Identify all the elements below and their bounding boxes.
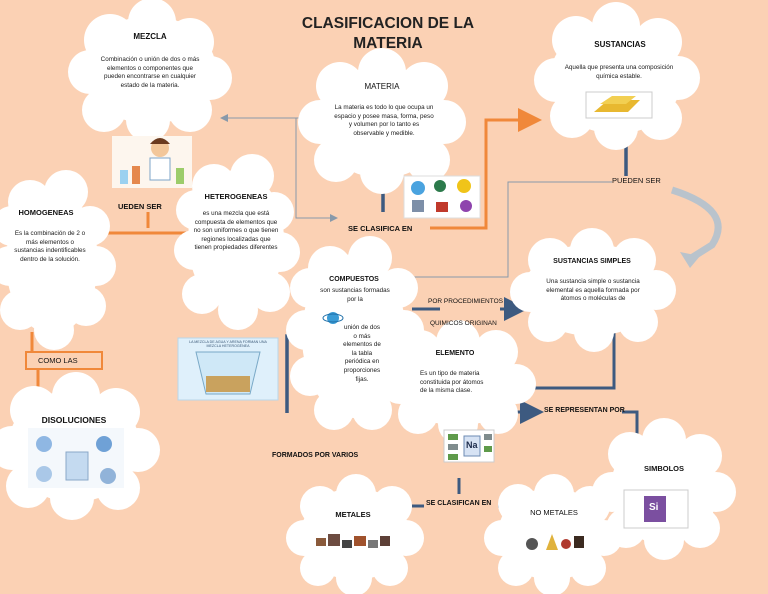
link-pueden-ser-right: PUEDEN SER (612, 176, 661, 185)
materia-icons (403, 175, 481, 219)
no-metales-illustration (526, 534, 584, 550)
mezcla-title: MEZCLA (133, 32, 167, 41)
materia-title: MATERIA (364, 82, 400, 91)
cloud-elemento (380, 320, 536, 444)
cloud-homogeneas (0, 170, 116, 350)
cloud-metales (286, 474, 424, 594)
mezcla-text: Combinación o unión de dos o más element… (100, 56, 200, 89)
compuestos-title: COMPUESTOS (329, 276, 379, 283)
connectors (30, 108, 722, 508)
link-se-representan-por: SE REPRESENTAN POR (544, 407, 625, 414)
page-title: CLASIFICACION DE LA MATERIA (290, 14, 486, 54)
compuestos-text-bottom: unión de dos o más elementos de la tabla… (343, 324, 381, 383)
homogeneas-text: Es la combinación de 2 o más elementos o… (14, 230, 86, 263)
heterogeneas-title: HETEROGENEAS (204, 192, 268, 201)
connector-to-compuestos (400, 181, 612, 281)
disoluciones-title: DISOLUCIONES (41, 415, 107, 425)
metales-title: METALES (335, 510, 371, 519)
sustancias-text: Aquella que presenta una composición quí… (564, 64, 674, 80)
sustancias-simples-title: SUSTANCIAS SIMPLES (553, 258, 631, 265)
link-quimicos-originan: QUIMICOS ORIGINAN (430, 320, 497, 327)
homogeneas-title: HOMOGENEAS (18, 208, 74, 217)
simbolos-illustration (623, 489, 689, 529)
como-las-box (25, 351, 103, 370)
cloud-sustancias-simples (510, 228, 676, 352)
elemento-text: Es un tipo de materia constituida por át… (420, 370, 484, 395)
link-se-clasifican-en: SE CLASIFICAN EN (426, 500, 492, 507)
clouds (0, 0, 736, 594)
elemento-title: ELEMENTO (435, 350, 475, 357)
title-line-2: MATERIA (353, 35, 423, 52)
connector-to-se-clasifica (295, 118, 338, 222)
connector-to-sustancias (430, 108, 542, 230)
heterogeneas-text: es una mezcla que está compuesta de elem… (193, 210, 279, 252)
cloud-mezcla (68, 0, 232, 142)
cloud-no-metales (484, 474, 622, 594)
link-formados-por-varios: FORMADOS POR VARIOS (272, 452, 359, 459)
periodic-table-illustration (443, 429, 495, 463)
si-symbol: Si (649, 502, 659, 513)
glass-illustration (177, 337, 279, 401)
link-como-las: COMO LAS (38, 356, 78, 365)
metales-illustration (316, 534, 390, 548)
link-por-procedimientos: POR PROCEDIMIENTOS (428, 298, 504, 305)
cloud-materia (298, 48, 466, 194)
disoluciones-illustration (28, 428, 124, 488)
link-pueden-ser-left: UEDEN SER (118, 202, 162, 211)
link-se-clasifica-en: SE CLASIFICA EN (348, 224, 413, 233)
connector-to-simbolos (622, 410, 639, 434)
gold-bars-illustration (585, 91, 653, 119)
na-symbol: Na (466, 440, 478, 450)
compuestos-text-top: son sustancias formadas por la (320, 287, 390, 303)
materia-text: La materia es todo lo que ocupa un espac… (334, 104, 434, 137)
no-metales-title: NO METALES (530, 508, 578, 517)
title-line-1: CLASIFICACION DE LA (301, 15, 475, 32)
sustancias-simples-text: Una sustancia simple o sustancia element… (546, 278, 640, 303)
connector-simples-down (520, 328, 616, 390)
simbolos-title: SIMBOLOS (643, 464, 684, 473)
curved-arrow (670, 186, 722, 263)
cloud-heterogeneas (174, 154, 300, 330)
glass-caption: LA MEZCLA DE AGUA Y ARENA FORMAN UNA MEZ… (189, 340, 267, 349)
atom-icon (322, 312, 344, 324)
sustancias-title: SUSTANCIAS (594, 40, 646, 49)
scientist-illustration (112, 136, 192, 188)
